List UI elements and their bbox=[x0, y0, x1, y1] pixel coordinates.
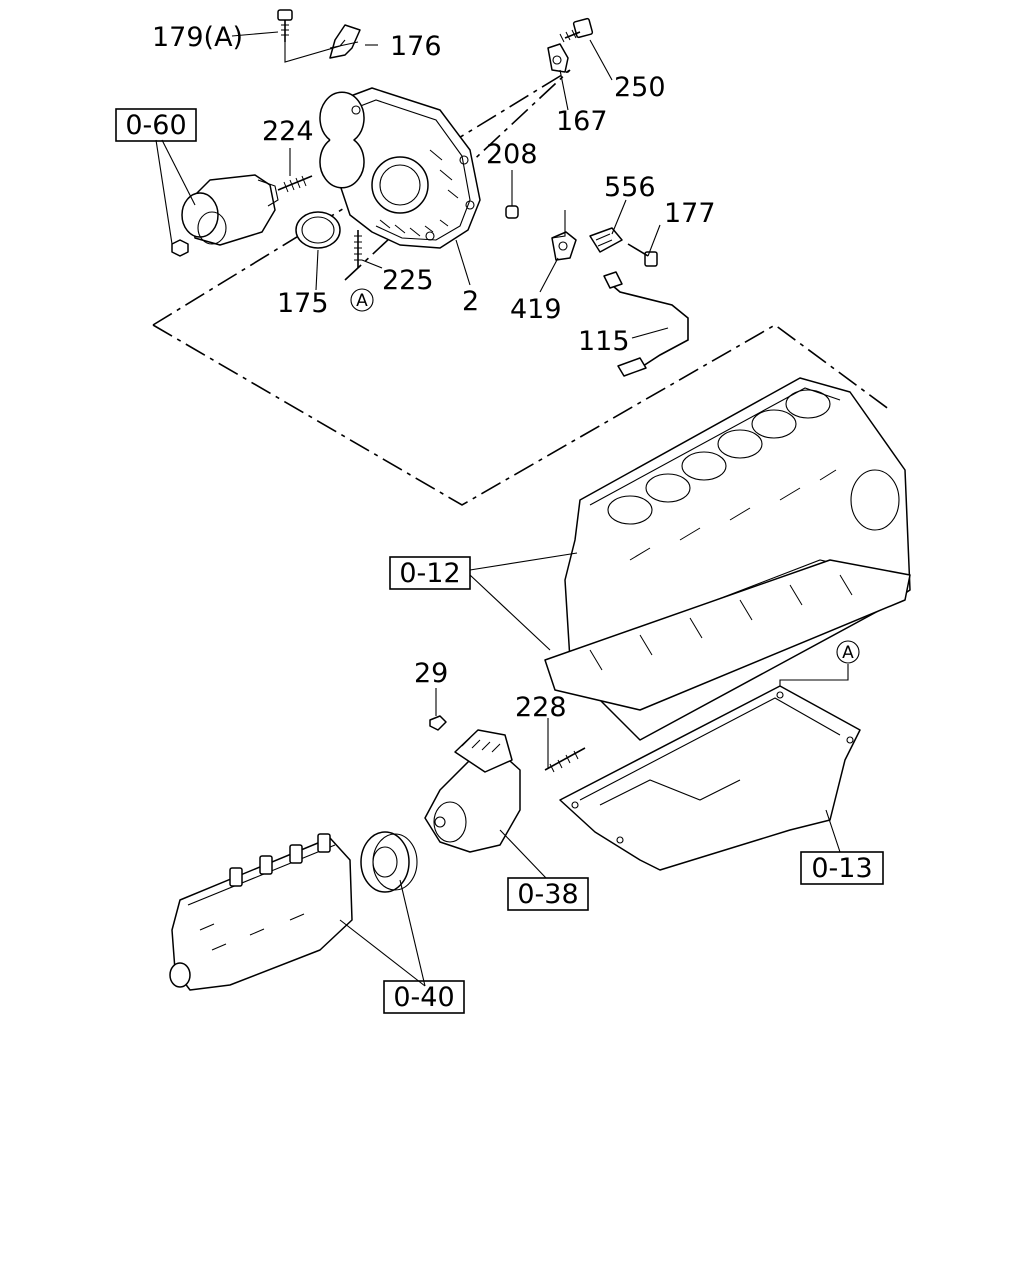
label-176: 176 bbox=[390, 31, 442, 62]
bolt-177[interactable] bbox=[627, 243, 658, 267]
clip-556[interactable] bbox=[589, 227, 623, 253]
part-labels: 179(A) 176 250 167 224 208 556 177 175 2… bbox=[152, 22, 716, 723]
marker-a-lower: A bbox=[836, 640, 860, 664]
stud-224[interactable] bbox=[277, 175, 313, 193]
svg-text:A: A bbox=[842, 643, 854, 663]
key-29[interactable] bbox=[429, 715, 447, 731]
stud-225[interactable] bbox=[354, 230, 362, 268]
ref-0-12[interactable]: 0-12 bbox=[389, 556, 471, 590]
ref-0-40[interactable]: 0-40 bbox=[383, 980, 465, 1014]
gasket-167[interactable] bbox=[547, 43, 569, 73]
bolt-179a[interactable] bbox=[277, 9, 293, 42]
svg-text:0-13: 0-13 bbox=[811, 853, 872, 884]
injection-pump[interactable] bbox=[169, 833, 353, 991]
label-250: 250 bbox=[614, 72, 666, 103]
svg-text:0-40: 0-40 bbox=[393, 982, 454, 1013]
sensor-115[interactable] bbox=[603, 271, 689, 377]
coupling[interactable] bbox=[360, 831, 418, 893]
plug-208[interactable] bbox=[505, 205, 519, 219]
label-175: 175 bbox=[277, 288, 329, 319]
marker-a-upper: A bbox=[350, 288, 374, 312]
cylinder-block[interactable] bbox=[544, 377, 911, 741]
ref-0-38[interactable]: 0-38 bbox=[507, 877, 589, 911]
label-224: 224 bbox=[262, 116, 314, 147]
svg-text:A: A bbox=[356, 291, 368, 311]
label-419: 419 bbox=[510, 294, 562, 325]
ref-0-60[interactable]: 0-60 bbox=[115, 108, 197, 142]
label-115: 115 bbox=[578, 326, 630, 357]
label-179a: 179(A) bbox=[152, 22, 243, 53]
leader-lines bbox=[155, 31, 849, 987]
air-compressor[interactable] bbox=[424, 729, 521, 853]
label-208: 208 bbox=[486, 139, 538, 170]
label-556: 556 bbox=[604, 172, 656, 203]
label-225: 225 bbox=[382, 265, 434, 296]
bracket-419[interactable] bbox=[551, 231, 577, 261]
bracket-176[interactable] bbox=[329, 24, 361, 59]
label-177: 177 bbox=[664, 198, 716, 229]
flywheel-housing[interactable] bbox=[319, 87, 481, 249]
starter-motor[interactable] bbox=[171, 174, 279, 257]
label-29: 29 bbox=[414, 658, 448, 689]
ref-0-13[interactable]: 0-13 bbox=[800, 851, 884, 885]
svg-text:0-38: 0-38 bbox=[517, 879, 578, 910]
stud-228[interactable] bbox=[544, 747, 586, 773]
label-167: 167 bbox=[556, 106, 608, 137]
oil-pan[interactable] bbox=[559, 685, 861, 871]
label-2: 2 bbox=[462, 286, 479, 317]
oil-seal-175[interactable] bbox=[295, 211, 341, 249]
bolt-250[interactable] bbox=[559, 17, 594, 43]
svg-text:0-12: 0-12 bbox=[399, 558, 460, 589]
label-228: 228 bbox=[515, 692, 567, 723]
svg-text:0-60: 0-60 bbox=[125, 110, 186, 141]
